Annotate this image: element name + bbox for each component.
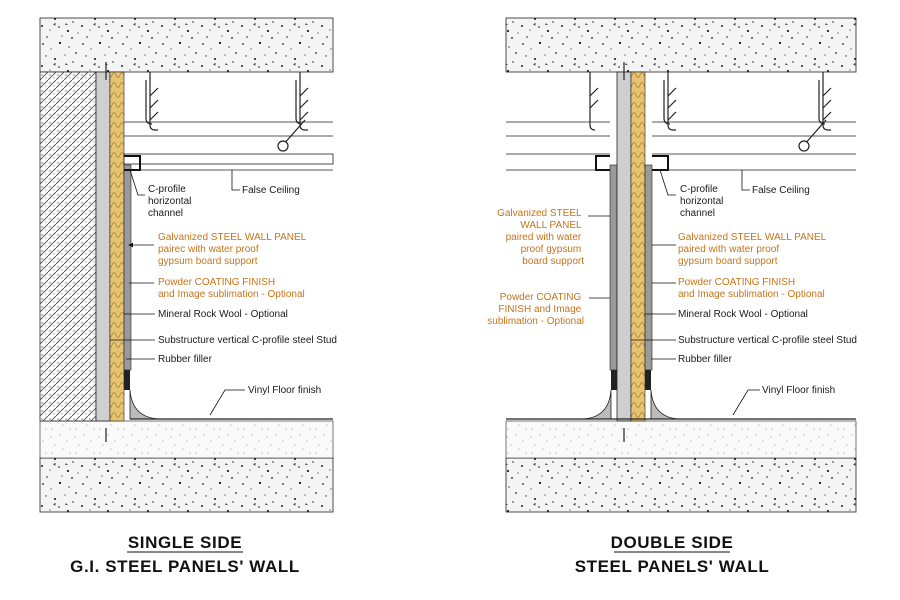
c-profile-label: C-profile horizontal channel (680, 184, 726, 219)
floor-coving-left (581, 389, 612, 420)
ceiling-hangers (145, 72, 309, 152)
right-title-line1: DOUBLE SIDE (611, 533, 734, 552)
floor-screed (505, 420, 857, 459)
coating-left-label: Powder COATING FINISH and Image sublimat… (487, 292, 584, 327)
panel-left-label: Galvanized STEEL WALL PANEL paired with … (497, 208, 584, 267)
single-side-diagram: C-profile horizontal channel False Ceili… (39, 17, 337, 576)
wool-label: Mineral Rock Wool - Optional (158, 309, 288, 320)
floor-coving (129, 389, 161, 420)
rubber-filler (124, 370, 130, 390)
floor-slab (39, 457, 334, 513)
rubber-filler-left (611, 370, 617, 390)
filler-label: Rubber filler (158, 354, 213, 365)
leader-lines (110, 169, 245, 416)
floor-slab (505, 457, 857, 513)
c-profile-channel-left (595, 155, 610, 171)
ceiling-slab (39, 17, 334, 73)
false-ceiling (123, 121, 334, 171)
rubber-filler-right (645, 370, 651, 390)
wool-label: Mineral Rock Wool - Optional (678, 309, 808, 320)
right-title-line2: STEEL PANELS' WALL (575, 557, 770, 576)
coating-label: Powder COATING FINISH and Image sublimat… (158, 277, 305, 300)
left-title-line2: G.I. STEEL PANELS' WALL (70, 557, 300, 576)
steel-panel-right (644, 164, 653, 371)
double-side-diagram: C-profile horizontal channel False Ceili… (487, 17, 857, 576)
steel-panel (123, 164, 132, 371)
panel-label: Galvanized STEEL WALL PANEL pairec with … (158, 232, 309, 267)
steel-stud (95, 71, 111, 422)
false-ceiling (506, 121, 856, 171)
false-ceiling-label: False Ceiling (242, 185, 300, 196)
coating-label: Powder COATING FINISH and Image sublimat… (678, 277, 825, 300)
stud-label: Substructure vertical C-profile steel St… (678, 335, 857, 346)
c-profile-channel (124, 155, 141, 171)
steel-panel-left (609, 164, 618, 371)
stud-label: Substructure vertical C-profile steel St… (158, 335, 337, 346)
false-ceiling-label: False Ceiling (752, 185, 810, 196)
c-profile-channel (652, 155, 669, 171)
filler-label: Rubber filler (678, 354, 733, 365)
floor-label: Vinyl Floor finish (762, 385, 835, 396)
c-profile-label: C-profile horizontal channel (148, 184, 194, 219)
panel-label: Galvanized STEEL WALL PANEL paired with … (678, 232, 829, 267)
floor-label: Vinyl Floor finish (248, 385, 321, 396)
ceiling-slab (505, 17, 857, 73)
floor-coving-right (650, 389, 681, 420)
masonry-wall (39, 71, 97, 422)
left-title-line1: SINGLE SIDE (128, 533, 242, 552)
leader-lines (588, 169, 760, 416)
rock-wool (630, 71, 646, 422)
steel-stud (616, 71, 632, 422)
rock-wool (109, 71, 125, 422)
floor-screed (39, 420, 334, 459)
